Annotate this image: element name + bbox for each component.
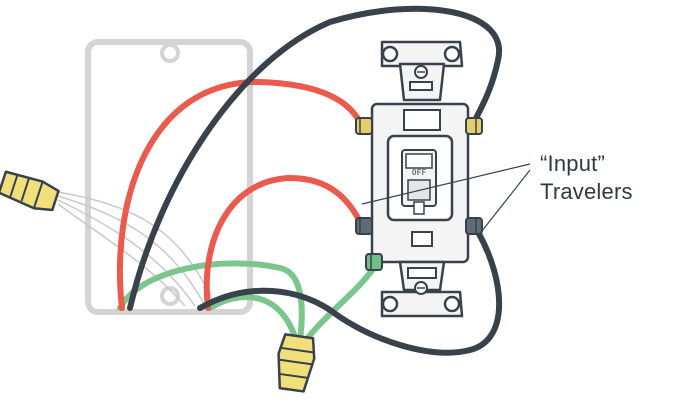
dark-screw-mid-left-icon	[355, 217, 373, 235]
black-wires	[127, 5, 503, 356]
input-travelers-callout: “Input” Travelers	[540, 150, 633, 206]
electrical-box	[85, 39, 253, 315]
dark-screw-mid-right-icon	[465, 217, 483, 235]
thin-wires	[57, 191, 216, 307]
bottom-wire-nut-icon	[277, 333, 316, 393]
red-traveler-wires	[116, 78, 365, 311]
green-ground-screw-icon	[365, 253, 383, 271]
three-way-switch-icon: OFF	[370, 40, 470, 318]
toggle-label: OFF	[412, 168, 427, 177]
box-bottom-screw-hole-icon	[160, 286, 180, 306]
callout-leader-lines	[361, 163, 531, 237]
callout-line-2: Travelers	[540, 179, 633, 204]
brass-screw-top-right-icon	[465, 117, 483, 135]
box-top-screw-hole-icon	[160, 43, 180, 63]
left-wire-nut-icon	[0, 170, 60, 212]
callout-line-1: “Input”	[540, 151, 605, 176]
brass-screw-top-left-icon	[355, 117, 373, 135]
